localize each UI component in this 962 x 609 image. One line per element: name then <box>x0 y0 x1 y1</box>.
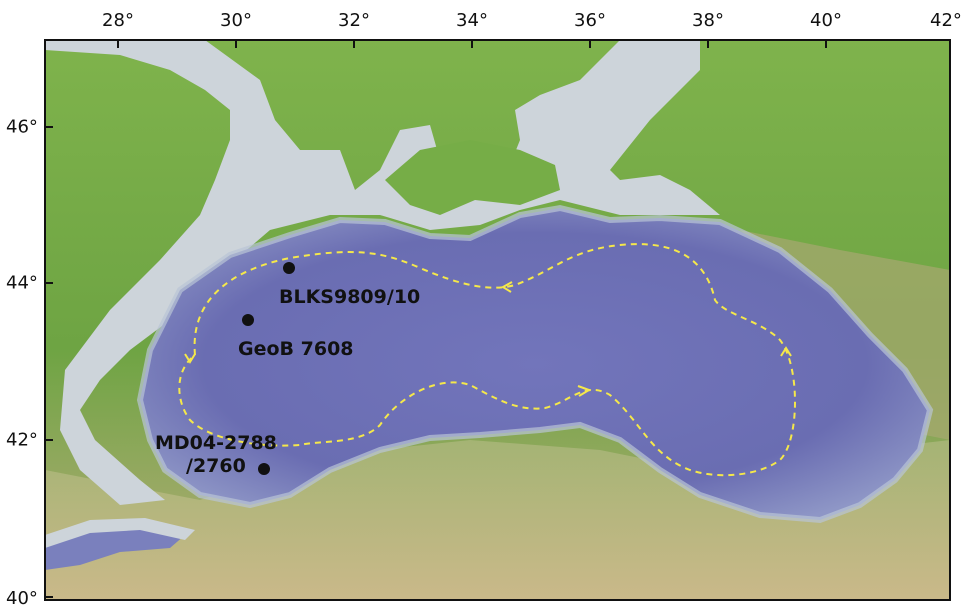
crimea-peninsula <box>385 140 560 215</box>
lon-label-36: 36° <box>574 10 606 31</box>
marmara-shelf <box>45 518 195 548</box>
lon-label-42: 42° <box>930 10 962 31</box>
lon-label-30: 30° <box>220 10 252 31</box>
shelf-area <box>45 40 720 505</box>
current-arrow-north <box>501 281 513 293</box>
lat-label-46: 46° <box>6 116 38 138</box>
lon-label-40: 40° <box>810 10 842 31</box>
lat-label-44: 44° <box>6 272 38 294</box>
site-marker-geob <box>242 314 254 326</box>
lon-label-38: 38° <box>692 10 724 31</box>
site-label-md04-line2: /2760 <box>186 455 246 477</box>
lon-label-34: 34° <box>456 10 488 31</box>
site-marker-md04 <box>258 463 270 475</box>
lat-label-40: 40° <box>6 588 38 609</box>
map-border <box>44 39 951 601</box>
current-arrow-west <box>184 353 196 364</box>
lon-label-32: 32° <box>338 10 370 31</box>
deep-sea-basin <box>140 208 930 520</box>
current-arrow-south <box>577 385 592 397</box>
rim-current-west <box>178 243 796 477</box>
lat-label-42: 42° <box>6 429 38 451</box>
site-marker-blks <box>283 262 295 274</box>
site-label-md04-line1: MD04-2788 <box>155 432 277 454</box>
site-label-geob: GeoB 7608 <box>238 338 354 360</box>
latitude-ticks <box>45 126 53 598</box>
site-label-blks: BLKS9809/10 <box>279 286 421 308</box>
current-arrow-east-basin <box>780 346 792 357</box>
longitude-ticks <box>117 40 827 48</box>
lon-label-28: 28° <box>102 10 134 31</box>
shelf-rim <box>136 204 934 524</box>
